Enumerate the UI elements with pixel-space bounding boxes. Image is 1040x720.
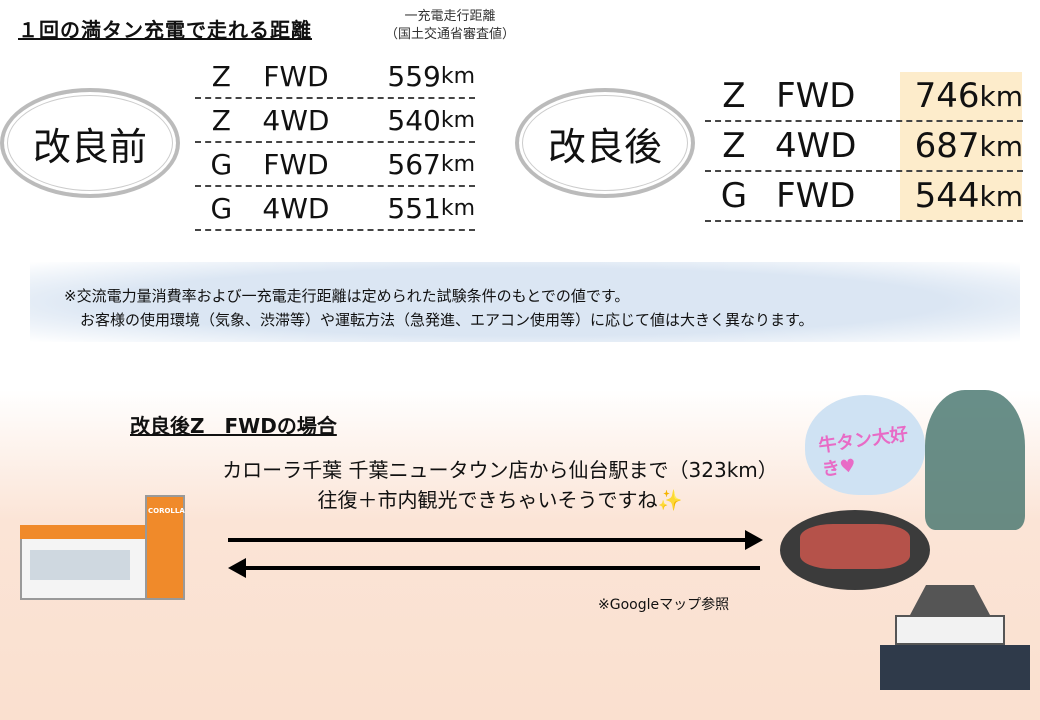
grade: Z xyxy=(211,103,231,137)
grade: G xyxy=(210,191,233,225)
drive-type: FWD xyxy=(776,176,856,216)
drive-type: 4WD xyxy=(775,126,857,166)
store-illustration: COROLLA xyxy=(20,495,185,600)
arrow-return xyxy=(245,566,760,570)
drive-type: FWD xyxy=(776,76,856,116)
range-value: 746 xyxy=(914,76,980,116)
before-cloud: 改良前 xyxy=(0,88,180,198)
unit: km xyxy=(440,63,475,89)
unit: km xyxy=(979,179,1024,213)
subtitle-line1: 一充電走行距離 xyxy=(404,9,496,24)
subtitle-line2: （国土交通省審査値） xyxy=(385,27,516,42)
heart-bubble xyxy=(805,395,925,495)
grade: Z xyxy=(722,126,746,166)
range-value: 540 xyxy=(387,103,441,137)
case-heading: 改良後Z FWDの場合 xyxy=(130,414,337,438)
message-line2: 往復＋市内観光できちゃいそうですね✨ xyxy=(317,488,683,512)
grade: Z xyxy=(722,76,746,116)
arrow-left-head xyxy=(228,558,246,578)
page-title: １回の満タン充電で走れる距離 xyxy=(18,18,312,42)
arrow-outbound xyxy=(228,538,748,542)
range-value: 551 xyxy=(387,191,441,225)
disclaimer-note: ※交流電力量消費率および一充電走行距離は定められた試験条件のもとでの値です。お客… xyxy=(30,262,1020,342)
statue-illustration xyxy=(925,390,1025,530)
arrow-right-head xyxy=(745,530,763,550)
range-value: 567 xyxy=(387,147,441,181)
after-cloud: 改良後 xyxy=(515,88,695,198)
drive-type: FWD xyxy=(263,59,329,93)
range-value: 544 xyxy=(914,176,980,216)
message-line1: カローラ千葉 千葉ニュータウン店から仙台駅まで（323km） xyxy=(222,458,778,482)
map-note: ※Googleマップ参照 xyxy=(598,597,730,613)
unit: km xyxy=(440,151,475,177)
store-sign: COROLLA xyxy=(148,507,185,515)
plate-illustration xyxy=(780,510,930,590)
drive-type: FWD xyxy=(263,147,329,181)
grade: G xyxy=(210,147,233,181)
note-line2: お客様の使用環境（気象、渋滞等）や運転方法（急発進、エアコン使用等）に応じて値は… xyxy=(80,311,814,329)
castle-illustration xyxy=(880,585,1030,695)
range-value: 559 xyxy=(387,59,441,93)
drive-type: 4WD xyxy=(262,191,330,225)
drive-type: 4WD xyxy=(262,103,330,137)
unit: km xyxy=(979,79,1024,113)
unit: km xyxy=(440,107,475,133)
range-value: 687 xyxy=(914,126,980,166)
grade: G xyxy=(720,176,748,216)
value-highlight xyxy=(900,72,1022,220)
case-message: カローラ千葉 千葉ニュータウン店から仙台駅まで（323km） 往復＋市内観光できち… xyxy=(170,455,830,515)
subtitle: 一充電走行距離 （国土交通省審査値） xyxy=(385,8,515,44)
unit: km xyxy=(979,129,1024,163)
unit: km xyxy=(440,195,475,221)
note-line1: ※交流電力量消費率および一充電走行距離は定められた試験条件のもとでの値です。 xyxy=(64,287,630,305)
grade: Z xyxy=(211,59,231,93)
